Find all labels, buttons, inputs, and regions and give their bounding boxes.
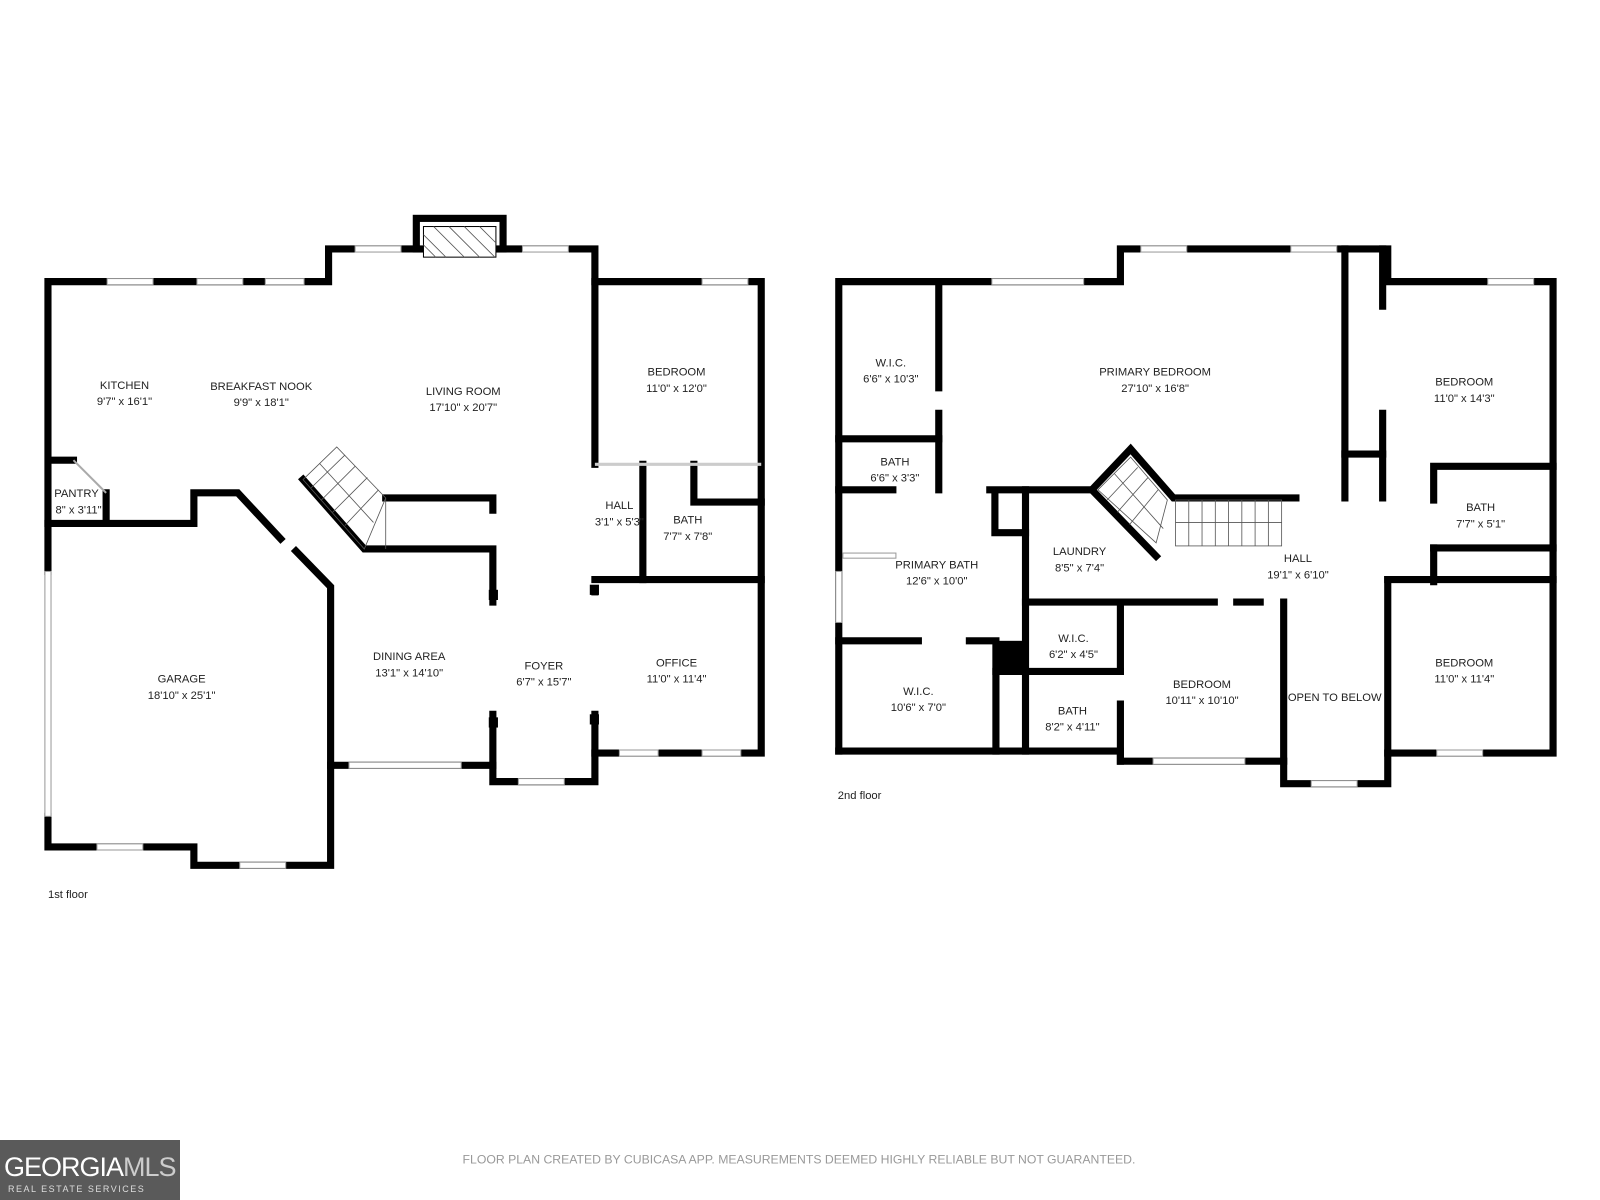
room-size: 9'9" x 18'1"	[234, 397, 289, 409]
georgia-mls-logo: GEORGIAMLS REAL ESTATE SERVICES	[0, 1140, 180, 1200]
first-floor-labels: KITCHEN 9'7" x 16'1" BREAKFAST NOOK 9'9"…	[48, 367, 712, 901]
disclaimer: FLOOR PLAN CREATED BY CUBICASA APP. MEAS…	[463, 1152, 1136, 1166]
room-size: 3'1" x 5'3"	[595, 517, 644, 529]
room-size: 8'2" x 4'11"	[1045, 722, 1099, 734]
windows	[991, 245, 1535, 788]
room-size: 19'1" x 6'10"	[1267, 570, 1329, 582]
room-name: OPEN TO BELOW	[1288, 692, 1382, 704]
room-size: 18'10" x 25'1"	[148, 690, 216, 702]
room-name: DINING AREA	[373, 651, 446, 663]
room-size: 7'7" x 7'8"	[663, 531, 712, 543]
room-name: BATH	[1466, 502, 1495, 514]
room-name: LAUNDRY	[1053, 546, 1107, 558]
windows	[44, 245, 749, 869]
room-name: FOYER	[525, 660, 564, 672]
room-size: 9'7" x 16'1"	[97, 396, 152, 408]
room-name: BEDROOM	[1173, 679, 1231, 691]
room-name: PRIMARY BATH	[895, 559, 978, 571]
room-name: GARAGE	[158, 674, 206, 686]
room-size: 11'0" x 12'0"	[646, 383, 707, 395]
room-name: HALL	[605, 500, 633, 512]
room-name: OFFICE	[656, 657, 697, 669]
room-size: 6'2" x 4'5"	[1049, 649, 1098, 661]
room-name: BEDROOM	[1435, 657, 1493, 669]
logo-text: GEORGIAMLS	[4, 1152, 177, 1182]
room-name: BATH	[673, 514, 702, 526]
room-name: BREAKFAST NOOK	[210, 381, 313, 393]
room-size: 10'6" x 7'0"	[891, 702, 946, 714]
floor-label: 1st floor	[48, 889, 88, 901]
room-name: PRIMARY BEDROOM	[1099, 367, 1211, 379]
floor-label: 2nd floor	[838, 790, 882, 802]
stairs-icon	[1097, 456, 1283, 547]
room-size: 6'6" x 10'3"	[863, 374, 918, 386]
room-name: BATH	[880, 456, 909, 468]
room-size: 6'7" x 15'7"	[516, 677, 571, 689]
first-floor-walls	[44, 214, 765, 869]
room-size: 11'0" x 11'4"	[1434, 674, 1494, 686]
stairs-icon	[302, 446, 387, 550]
room-size: 6'6" x 3'3"	[870, 473, 919, 485]
room-name: PANTRY	[54, 488, 99, 500]
room-size: 11'0" x 11'4"	[647, 674, 707, 686]
room-name: W.I.C.	[876, 357, 907, 369]
room-name: BATH	[1058, 705, 1087, 717]
second-floor-walls	[835, 245, 1557, 788]
room-name: BEDROOM	[648, 367, 706, 379]
room-name: W.I.C.	[1058, 633, 1089, 645]
room-size: 8'5" x 7'4"	[1055, 562, 1104, 574]
room-size: 7'7" x 5'1"	[1456, 519, 1505, 531]
second-floor-labels: W.I.C. 6'6" x 10'3" PRIMARY BEDROOM 27'1…	[838, 357, 1505, 802]
room-size: 11'0" x 14'3"	[1434, 393, 1495, 405]
logo-subtitle: REAL ESTATE SERVICES	[8, 1184, 146, 1194]
room-name: BEDROOM	[1435, 377, 1493, 389]
room-name: HALL	[1284, 553, 1312, 565]
room-name: LIVING ROOM	[426, 386, 501, 398]
room-size: 10'11" x 10'10"	[1165, 695, 1238, 707]
room-name: KITCHEN	[100, 380, 149, 392]
room-name: W.I.C.	[903, 686, 934, 698]
room-size: 17'10" x 20'7"	[429, 402, 497, 414]
room-size: 12'6" x 10'0"	[906, 576, 968, 588]
room-size: 27'10" x 16'8"	[1121, 383, 1189, 395]
room-size: 13'1" x 14'10"	[375, 668, 443, 680]
room-size: 8" x 3'11"	[56, 504, 102, 516]
